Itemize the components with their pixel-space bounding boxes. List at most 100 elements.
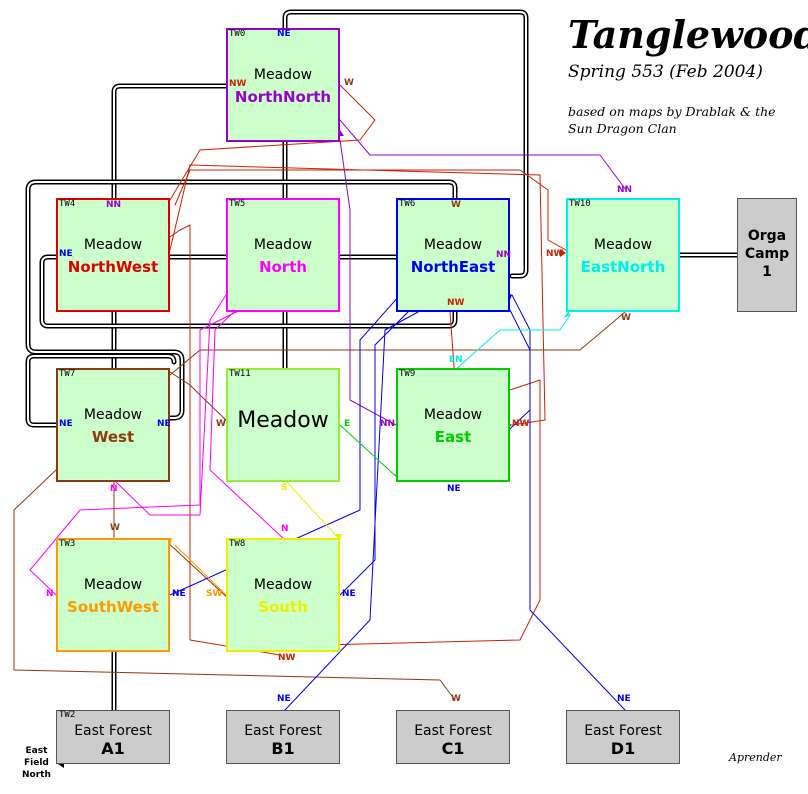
room-name: North bbox=[258, 258, 308, 276]
room-type: Meadow bbox=[253, 237, 313, 253]
double-path-links bbox=[25, 9, 740, 713]
exit-note-line1: East bbox=[25, 746, 48, 756]
link-red-4 bbox=[174, 169, 567, 251]
forest-c1[interactable]: East Forest C1 bbox=[396, 710, 510, 764]
arrow-tw10-in bbox=[564, 311, 570, 318]
room-type: Meadow bbox=[253, 577, 313, 593]
forest-type: East Forest bbox=[74, 723, 152, 739]
link-yellow bbox=[284, 479, 341, 541]
exit-label: NE bbox=[342, 589, 356, 599]
forest-name: C1 bbox=[441, 739, 465, 758]
forest-name: B1 bbox=[271, 739, 295, 758]
room-name: NorthEast bbox=[410, 258, 496, 276]
link-magenta-3 bbox=[209, 305, 286, 541]
link-red-5 bbox=[169, 224, 281, 656]
link-blue-4 bbox=[284, 299, 441, 711]
camp-line1: Orga bbox=[747, 228, 787, 244]
link-green bbox=[339, 424, 401, 481]
exit-note-line2: Field bbox=[24, 758, 49, 768]
room-east[interactable]: TW9 Meadow East bbox=[396, 368, 510, 482]
exit-label: NE bbox=[447, 484, 461, 494]
exit-label: E bbox=[344, 419, 351, 429]
forest-type: East Forest bbox=[584, 723, 662, 739]
exit-label: NN bbox=[617, 185, 633, 195]
forest-type: East Forest bbox=[414, 723, 492, 739]
room-eastnorth[interactable]: TW10 Meadow EastNorth bbox=[566, 198, 680, 312]
map-signature: Aprender bbox=[729, 751, 782, 764]
link-cyan bbox=[454, 314, 571, 371]
exit-label: NE bbox=[617, 694, 631, 704]
exit-label: NW bbox=[229, 79, 247, 89]
room-southwest[interactable]: TW3 Meadow SouthWest bbox=[56, 538, 170, 652]
room-name: South bbox=[258, 598, 308, 616]
map-credits: based on maps by Drablak & the Sun Drago… bbox=[568, 104, 776, 136]
room-northeast[interactable]: TW6 Meadow NorthEast bbox=[396, 198, 510, 312]
room-name: SouthWest bbox=[67, 598, 159, 616]
room-north[interactable]: TW5 Meadow North bbox=[226, 198, 340, 312]
link-brown-3 bbox=[169, 371, 227, 421]
exit-label: NE bbox=[277, 694, 291, 704]
room-type: Meadow bbox=[253, 67, 313, 83]
room-name: NorthWest bbox=[67, 258, 159, 276]
room-type: Meadow bbox=[237, 408, 329, 433]
orga-camp[interactable]: Orga Camp 1 bbox=[737, 198, 797, 312]
link-orange bbox=[174, 544, 227, 596]
exit-label: NN bbox=[106, 200, 122, 210]
room-name: East bbox=[434, 428, 472, 446]
forest-d1[interactable]: East Forest D1 bbox=[566, 710, 680, 764]
room-type: Meadow bbox=[423, 407, 483, 423]
forest-a1[interactable]: TW2 East Forest A1 bbox=[56, 710, 170, 764]
room-code: TW8 bbox=[229, 539, 246, 549]
link-red-2 bbox=[169, 164, 546, 426]
forest-name: A1 bbox=[101, 739, 125, 758]
forest-code: TW2 bbox=[59, 710, 76, 720]
link-purple-2 bbox=[339, 139, 397, 426]
exit-label: SW bbox=[206, 589, 223, 599]
exit-label: NN bbox=[496, 250, 512, 260]
exit-label: NE bbox=[172, 589, 186, 599]
camp-line3: 1 bbox=[762, 264, 772, 280]
room-south[interactable]: TW8 Meadow South bbox=[226, 538, 340, 652]
room-code: TW3 bbox=[59, 539, 76, 549]
exit-label: W bbox=[621, 313, 631, 323]
exit-label: NW bbox=[447, 298, 465, 308]
room-code: TW7 bbox=[59, 369, 76, 379]
exit-label: NW bbox=[278, 653, 296, 663]
room-type: Meadow bbox=[83, 577, 143, 593]
forest-name: D1 bbox=[610, 739, 636, 758]
forest-b1[interactable]: East Forest B1 bbox=[226, 710, 340, 764]
east-field-north-exit[interactable]: East Field North bbox=[22, 745, 51, 781]
colored-links bbox=[13, 84, 627, 711]
exit-label: EN bbox=[449, 355, 463, 365]
room-west[interactable]: TW7 Meadow West bbox=[56, 368, 170, 482]
exit-label: W bbox=[451, 694, 461, 704]
link-brown-5 bbox=[164, 539, 231, 601]
room-code: TW11 bbox=[229, 369, 251, 379]
exit-label: NN bbox=[380, 419, 396, 429]
room-name: West bbox=[91, 428, 135, 446]
room-type: Meadow bbox=[593, 237, 653, 253]
room-code: TW10 bbox=[569, 199, 591, 209]
link-magenta-1 bbox=[113, 294, 227, 516]
exit-label: W bbox=[216, 419, 226, 429]
link-purple bbox=[339, 119, 627, 191]
exit-label: N bbox=[110, 484, 118, 494]
room-name: EastNorth bbox=[580, 258, 666, 276]
exit-label: NW bbox=[546, 249, 564, 259]
room-northwest[interactable]: TW4 Meadow NorthWest bbox=[56, 198, 170, 312]
room-meadow[interactable]: TW11 Meadow bbox=[226, 368, 340, 482]
exit-label: NE bbox=[59, 419, 73, 429]
link-brown-2 bbox=[13, 469, 456, 701]
room-code: TW6 bbox=[399, 199, 416, 209]
exit-label: W bbox=[451, 200, 461, 210]
exit-label: NE bbox=[59, 249, 73, 259]
exit-note-line3: North bbox=[22, 770, 51, 780]
room-type: Meadow bbox=[83, 407, 143, 423]
arrow-tw8-in bbox=[335, 534, 342, 540]
exit-label: NW bbox=[512, 419, 530, 429]
room-type: Meadow bbox=[423, 237, 483, 253]
exit-label: W bbox=[110, 523, 120, 533]
room-northnorth[interactable]: TW0 Meadow NorthNorth bbox=[226, 28, 340, 142]
arrow-tw10-nw bbox=[560, 249, 566, 257]
